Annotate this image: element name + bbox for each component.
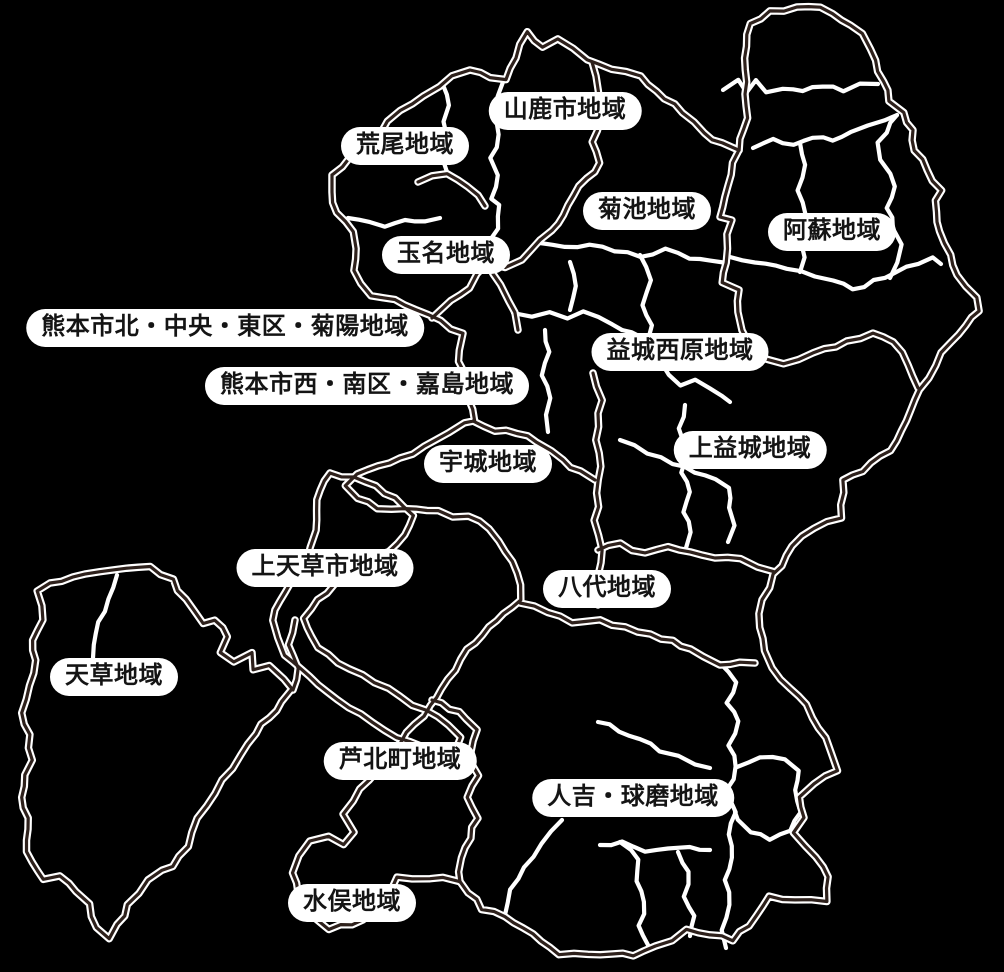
region-boundary-line — [430, 698, 481, 884]
coastline-casing — [516, 599, 759, 669]
region-label-arao: 荒尾地域 — [341, 127, 469, 165]
municipal-boundary-line — [510, 309, 625, 333]
region-label-minamata: 水俣地域 — [288, 884, 416, 922]
region-label-uki: 宇城地域 — [424, 445, 552, 483]
municipal-boundary-line — [595, 719, 713, 771]
municipal-boundary-line — [617, 839, 651, 948]
municipal-boundary-line — [539, 327, 553, 435]
region-label-yamaga: 山鹿市地域 — [488, 92, 642, 130]
region-boundary-line — [518, 601, 757, 667]
municipal-boundary-line — [567, 259, 578, 313]
region-label-kumamoto-west: 熊本市西・南区・嘉島地域 — [205, 367, 529, 405]
municipal-boundary-line — [637, 252, 654, 343]
municipal-boundary-line — [727, 254, 944, 292]
region-label-kumamoto-north: 熊本市北・中央・東区・菊陽地域 — [26, 309, 424, 347]
region-label-kamiamakusa: 上天草市地域 — [236, 549, 414, 587]
region-boundary-line — [596, 541, 777, 574]
coastline-casing — [269, 469, 465, 756]
region-boundary-line — [591, 371, 604, 607]
region-label-aso: 阿蘇地域 — [768, 213, 896, 251]
municipal-boundary-line — [537, 240, 730, 266]
municipal-boundary-line — [502, 817, 565, 918]
region-label-kikuchi: 菊池地域 — [583, 192, 711, 230]
municipal-boundary-line — [90, 572, 120, 661]
municipal-boundary-line — [597, 839, 713, 854]
municipal-boundary-layer — [90, 77, 944, 951]
region-boundary-line — [416, 172, 487, 208]
coastline-casing — [17, 562, 296, 943]
region-label-yatsushiro: 八代地域 — [543, 570, 671, 608]
region-label-ashikita: 芦北町地域 — [323, 742, 477, 780]
municipal-boundary-line — [676, 402, 693, 551]
region-label-kamimashiki: 上益城地域 — [673, 431, 827, 469]
region-label-hitoyoshi-kuma: 人吉・球磨地域 — [532, 779, 734, 817]
municipal-boundary-line — [732, 754, 803, 842]
region-boundary-line — [20, 564, 294, 941]
region-boundary-line — [430, 261, 489, 320]
region-label-amakusa: 天草地域 — [50, 658, 178, 696]
region-boundary-line — [286, 618, 300, 692]
municipal-boundary-line — [750, 112, 900, 151]
region-boundary-line — [290, 5, 981, 958]
municipal-boundary-line — [795, 140, 808, 275]
region-label-tamana: 玉名地域 — [382, 236, 510, 274]
municipal-boundary-line — [875, 112, 904, 281]
municipal-boundary-line — [345, 215, 443, 229]
region-boundary-line — [471, 419, 597, 482]
municipal-boundary-line — [675, 849, 697, 939]
municipal-boundary-line — [720, 77, 881, 95]
region-label-mashiki-nishihara: 益城西原地域 — [591, 333, 769, 371]
municipal-boundary-line — [617, 437, 737, 545]
